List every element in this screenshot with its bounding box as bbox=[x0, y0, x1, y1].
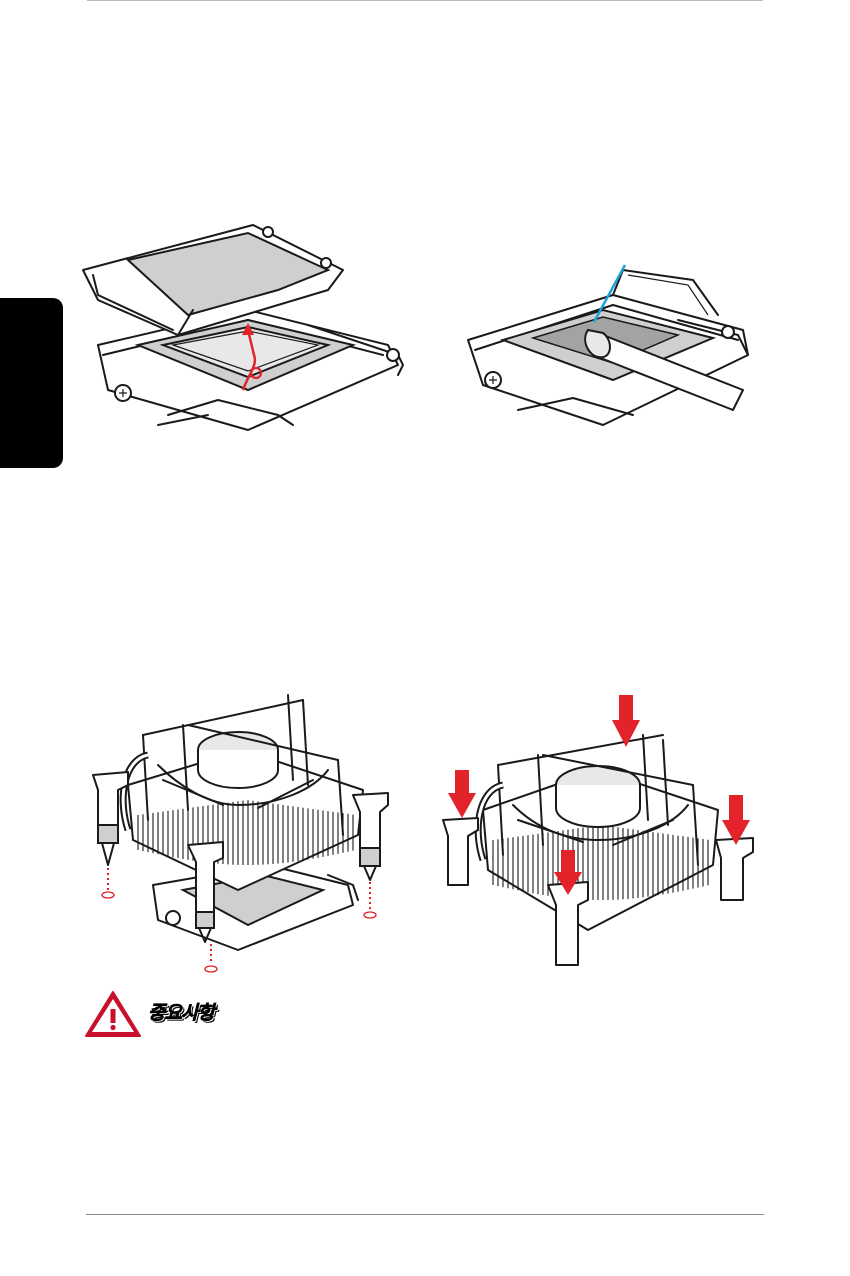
cooler-align-illustration bbox=[88, 690, 398, 975]
footer-rule bbox=[86, 1214, 764, 1215]
thermal-paste-illustration bbox=[463, 260, 753, 440]
warning-triangle-icon bbox=[83, 989, 143, 1039]
important-note-label: 중요사항 bbox=[148, 998, 214, 1025]
language-side-tab bbox=[0, 298, 63, 468]
top-rule bbox=[87, 0, 763, 1]
cpu-socket-open-illustration bbox=[78, 215, 418, 440]
cooler-press-illustration bbox=[438, 690, 763, 975]
